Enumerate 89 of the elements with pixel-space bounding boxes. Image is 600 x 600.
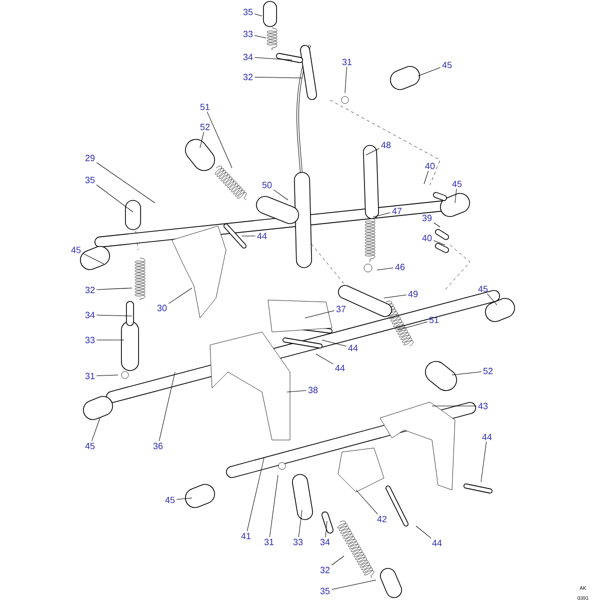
leader-line — [356, 490, 378, 514]
callout-number: 34 — [243, 54, 253, 60]
leader-line — [96, 374, 118, 376]
leader-line — [480, 442, 487, 482]
leader-line — [304, 310, 335, 318]
leader-line — [206, 112, 232, 168]
leader-line — [344, 66, 347, 94]
leader-line — [96, 184, 134, 212]
leader-line — [168, 288, 192, 304]
leader-line — [433, 222, 440, 228]
callout-number: 32 — [243, 74, 253, 80]
callout-number: 49 — [408, 290, 418, 298]
callout-number: 44 — [348, 344, 358, 352]
callout-number: 31 — [85, 372, 95, 380]
callout-number: 35 — [320, 588, 330, 594]
leader-line — [398, 322, 428, 330]
callout-number: 44 — [257, 232, 267, 240]
leader-line — [96, 314, 132, 316]
callout-number: 39 — [422, 214, 432, 222]
callout-number: 43 — [478, 402, 488, 410]
leader-line — [254, 14, 262, 16]
leader-line — [487, 294, 498, 306]
leader-line — [176, 498, 192, 500]
callout-number: 47 — [392, 208, 402, 214]
leader-line — [325, 520, 328, 538]
callout-number: 46 — [395, 264, 405, 270]
leader-line — [454, 188, 457, 204]
leader-line — [273, 190, 288, 200]
leader-line — [322, 340, 347, 347]
leader-line — [366, 148, 380, 156]
callout-number: 45 — [85, 442, 95, 450]
callout-number: 48 — [381, 142, 391, 148]
leader-line — [424, 170, 429, 184]
leader-line — [331, 580, 376, 590]
leader-line — [254, 35, 266, 38]
callout-number: 44 — [482, 434, 492, 440]
callout-number: 42 — [377, 516, 387, 522]
leader-line — [331, 556, 344, 566]
callout-number: 44 — [432, 540, 442, 546]
callout-number: 30 — [157, 304, 167, 312]
callout-number: 40 — [422, 234, 432, 242]
callout-number: 29 — [85, 154, 95, 162]
leader-line — [96, 288, 132, 290]
leader-line — [158, 372, 176, 442]
leader-line — [384, 294, 407, 298]
callout-number: 52 — [483, 368, 493, 374]
leader-line — [372, 212, 391, 218]
callout-number: 33 — [85, 336, 95, 344]
callout-number: 34 — [85, 312, 95, 318]
callout-number: 45 — [478, 286, 488, 292]
leader-line — [96, 162, 156, 204]
leader-line — [246, 458, 264, 532]
callout-number: 50 — [262, 182, 272, 188]
callout-number: 41 — [241, 532, 251, 540]
callout-number: 32 — [320, 566, 330, 574]
leader-line — [254, 57, 292, 60]
callout-number: 35 — [243, 8, 253, 16]
callout-number: 33 — [243, 30, 253, 38]
leader-line — [452, 372, 482, 376]
leader-line — [82, 253, 104, 264]
callout-number: 34 — [320, 538, 330, 546]
callout-number: 38 — [308, 386, 318, 394]
leader-line — [316, 354, 334, 364]
callout-number: 51 — [429, 316, 439, 324]
callout-number: 45 — [71, 246, 81, 254]
callout-number: 36 — [153, 442, 163, 450]
leader-line — [286, 390, 307, 392]
callout-number: 52 — [200, 124, 210, 130]
leader-line — [416, 526, 432, 538]
leader-line — [91, 418, 100, 442]
leader-line — [269, 474, 278, 538]
leader-line — [200, 132, 204, 148]
callout-number: 31 — [342, 58, 352, 66]
leader-line — [254, 76, 302, 78]
callout-number: 31 — [264, 538, 274, 546]
leader-line — [433, 240, 446, 246]
callout-number: 45 — [452, 180, 462, 188]
callout-number: 44 — [335, 364, 345, 372]
leader-line — [298, 510, 302, 538]
callout-number: 51 — [200, 104, 210, 110]
callout-number: 45 — [165, 496, 175, 504]
leader-line — [376, 268, 394, 270]
leader-line — [418, 67, 441, 76]
callout-number: 35 — [85, 176, 95, 184]
callout-number: 40 — [425, 162, 435, 170]
callout-number: 33 — [293, 538, 303, 546]
callout-number: 45 — [442, 62, 452, 68]
callout-number: 32 — [85, 286, 95, 294]
callout-number: 37 — [336, 306, 346, 312]
